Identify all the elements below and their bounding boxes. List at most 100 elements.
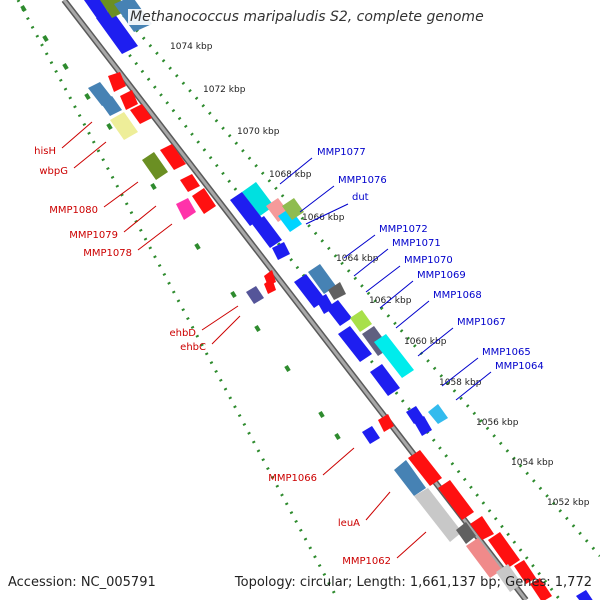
leader-line <box>201 305 239 331</box>
gene-feature[interactable] <box>142 152 168 180</box>
topology-text: Topology: circular; Length: 1,661,137 bp… <box>234 575 592 590</box>
gene-feature[interactable] <box>100 96 122 116</box>
ruler-label: 1072 kbp <box>203 85 246 95</box>
gene-feature[interactable] <box>514 560 536 584</box>
gene-feature[interactable] <box>308 264 336 294</box>
gene-feature[interactable] <box>230 192 262 226</box>
gene-feature[interactable] <box>394 460 426 496</box>
leader-line <box>343 234 376 259</box>
leader-line <box>299 185 335 213</box>
gene-feature[interactable] <box>176 198 196 220</box>
ruler-label: 1060 kbp <box>404 337 447 347</box>
gene-feature[interactable] <box>374 334 414 378</box>
gene-label-right[interactable]: dut <box>352 192 369 203</box>
ruler-label: 1052 kbp <box>547 498 590 508</box>
gene-label-right[interactable]: MMP1067 <box>457 317 506 328</box>
gene-feature[interactable] <box>252 216 282 248</box>
leader-line <box>211 315 241 345</box>
gene-feature[interactable] <box>272 242 290 260</box>
leader-line <box>353 248 389 277</box>
gene-label-left[interactable]: MMP1079 <box>69 230 118 241</box>
gene-feature[interactable] <box>414 488 462 542</box>
leader-line <box>123 205 157 233</box>
gene-feature[interactable] <box>466 538 502 578</box>
gene-feature[interactable] <box>576 590 594 600</box>
gene-feature[interactable] <box>242 182 274 216</box>
dotted-track-lines <box>16 0 600 600</box>
gene-feature[interactable] <box>246 286 264 304</box>
leader-line <box>396 531 427 559</box>
ruler-label: 1054 kbp <box>511 458 554 468</box>
ruler-label: 1064 kbp <box>336 254 379 264</box>
gene-feature[interactable] <box>328 282 346 300</box>
gene-feature[interactable] <box>530 578 552 600</box>
gene-feature[interactable] <box>278 208 302 232</box>
gene-feature[interactable] <box>496 564 522 592</box>
gene-label-left[interactable]: MMP1078 <box>83 248 132 259</box>
gene-feature[interactable] <box>428 404 448 424</box>
gene-label-right[interactable]: MMP1071 <box>392 238 441 249</box>
gene-label-right[interactable]: MMP1072 <box>379 224 428 235</box>
gene-feature[interactable] <box>96 10 138 54</box>
map-title: Methanococcus maripaludis S2, complete g… <box>128 9 486 25</box>
gene-feature[interactable] <box>130 104 152 124</box>
gene-label-right[interactable]: MMP1070 <box>404 255 453 266</box>
gene-feature[interactable] <box>408 450 442 486</box>
gene-label-left[interactable]: MMP1080 <box>49 205 98 216</box>
gene-feature[interactable] <box>488 532 520 568</box>
gene-feature[interactable] <box>110 112 138 140</box>
gene-label-right[interactable]: MMP1077 <box>317 147 366 158</box>
gene-feature[interactable] <box>414 416 432 436</box>
gene-label-left[interactable]: MMP1066 <box>268 473 317 484</box>
gene-label-left[interactable]: ehbC <box>180 342 206 353</box>
gene-feature[interactable] <box>192 188 216 214</box>
gene-label-left[interactable]: wbpG <box>39 166 68 177</box>
gene-feature[interactable] <box>338 326 372 362</box>
gene-feature[interactable] <box>264 270 276 286</box>
gene-feature[interactable] <box>438 480 474 520</box>
gene-label-left[interactable]: hisH <box>34 146 56 157</box>
leader-line <box>322 447 355 476</box>
gene-label-right[interactable]: MMP1065 <box>482 347 531 358</box>
ruler-label: 1056 kbp <box>476 418 519 428</box>
gene-feature[interactable] <box>180 174 200 192</box>
ruler-label: 1070 kbp <box>237 127 280 137</box>
gene-label-right[interactable]: MMP1068 <box>433 290 482 301</box>
gene-feature[interactable] <box>326 300 352 326</box>
leader-line <box>455 371 492 401</box>
leader-line <box>365 491 391 521</box>
gene-label-right[interactable]: MMP1064 <box>495 361 544 372</box>
gene-features <box>84 0 594 600</box>
leader-line <box>137 223 173 251</box>
leader-line <box>365 265 401 293</box>
leader-line <box>103 181 139 208</box>
gene-feature[interactable] <box>370 364 400 396</box>
gene-feature[interactable] <box>282 198 304 220</box>
leader-line <box>279 157 313 185</box>
leader-line <box>441 357 479 387</box>
gene-feature[interactable] <box>456 522 476 544</box>
gene-feature[interactable] <box>362 426 380 444</box>
gene-label-right[interactable]: MMP1069 <box>417 270 466 281</box>
gene-feature[interactable] <box>378 414 394 432</box>
gene-feature[interactable] <box>470 516 494 540</box>
gene-label-left[interactable]: ehbD <box>169 328 196 339</box>
gene-label-right[interactable]: MMP1076 <box>338 175 387 186</box>
ruler-label: 1058 kbp <box>439 378 482 388</box>
gene-label-left[interactable]: leuA <box>338 518 360 529</box>
leader-line <box>73 141 107 169</box>
leader-line <box>305 203 349 225</box>
ruler-label: 1066 kbp <box>302 213 345 223</box>
accession-text: Accession: NC_005791 <box>8 575 156 590</box>
gene-feature[interactable] <box>350 310 372 332</box>
gene-feature[interactable] <box>160 144 186 170</box>
gene-label-left[interactable]: MMP1062 <box>342 556 391 567</box>
gene-feature[interactable] <box>120 90 138 110</box>
gene-feature[interactable] <box>108 72 126 92</box>
leader-line <box>395 300 430 329</box>
